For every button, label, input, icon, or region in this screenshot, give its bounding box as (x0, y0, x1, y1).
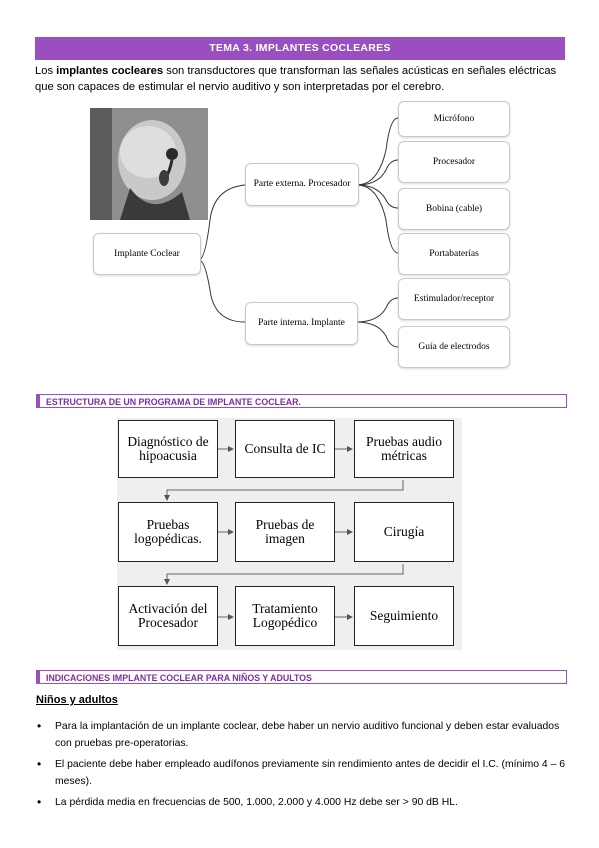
flow-step-consultation: Consulta de IC (235, 420, 335, 478)
flow-step-followup: Seguimiento (354, 586, 454, 646)
list-item-text: Para la implantación de un implante cocl… (55, 721, 560, 749)
tree-external-node: Parte externa. Procesador (245, 163, 359, 206)
list-item: • El paciente debe haber empleado audífon… (35, 756, 567, 790)
subheading-children-adults: Niños y adultos (36, 694, 118, 706)
indications-list: • Para la implantación de un implante coc… (35, 718, 567, 815)
tree-internal-node: Parte interna. Implante (245, 302, 358, 345)
tree-part-stimulator: Estimulador/receptor (398, 278, 510, 320)
flow-step-diagnosis: Diagnóstico de hipoacusia (118, 420, 218, 478)
list-item-text: La pérdida media en frecuencias de 500, … (55, 797, 458, 808)
bullet-icon: • (37, 795, 42, 809)
list-item: • Para la implantación de un implante coc… (35, 718, 567, 752)
tree-connectors (198, 117, 399, 348)
flow-step-surgery: Cirugía (354, 502, 454, 562)
tree-root-node: Implante Coclear (93, 233, 201, 275)
flow-step-activation: Activación del Procesador (118, 586, 218, 646)
list-item-text: El paciente debe haber empleado audífono… (55, 759, 566, 787)
tree-part-microphone: Micrófono (398, 101, 510, 137)
intro-bold-term: implantes cocleares (56, 65, 164, 77)
section-structure-header: ESTRUCTURA DE UN PROGRAMA DE IMPLANTE CO… (36, 394, 567, 408)
tree-part-coil: Bobina (cable) (398, 188, 510, 230)
cochlear-implant-photo (90, 108, 208, 220)
flow-step-speech-tests: Pruebas logopédicas. (118, 502, 218, 562)
flow-arrows (164, 446, 404, 620)
intro-paragraph: Los implantes cocleares son transductore… (35, 63, 567, 95)
program-flow-diagram: Diagnóstico de hipoacusia Consulta de IC… (117, 418, 462, 650)
tree-part-processor: Procesador (398, 141, 510, 183)
intro-lead: Los (35, 65, 57, 77)
flow-step-therapy: Tratamiento Logopédico (235, 586, 335, 646)
flow-step-audiometry: Pruebas audio métricas (354, 420, 454, 478)
page-title: TEMA 3. IMPLANTES COCLEARES (35, 37, 565, 60)
section-indications-header: INDICACIONES IMPLANTE COCLEAR PARA NIÑOS… (36, 670, 567, 684)
flow-step-imaging: Pruebas de imagen (235, 502, 335, 562)
bullet-icon: • (37, 719, 42, 733)
list-item: • La pérdida media en frecuencias de 500,… (35, 794, 567, 811)
tree-part-electrodes: Guía de electrodos (398, 326, 510, 368)
tree-part-battery: Portabaterías (398, 233, 510, 275)
bullet-icon: • (37, 757, 42, 771)
intro-rest: son transductores que transforman las se… (35, 65, 557, 93)
